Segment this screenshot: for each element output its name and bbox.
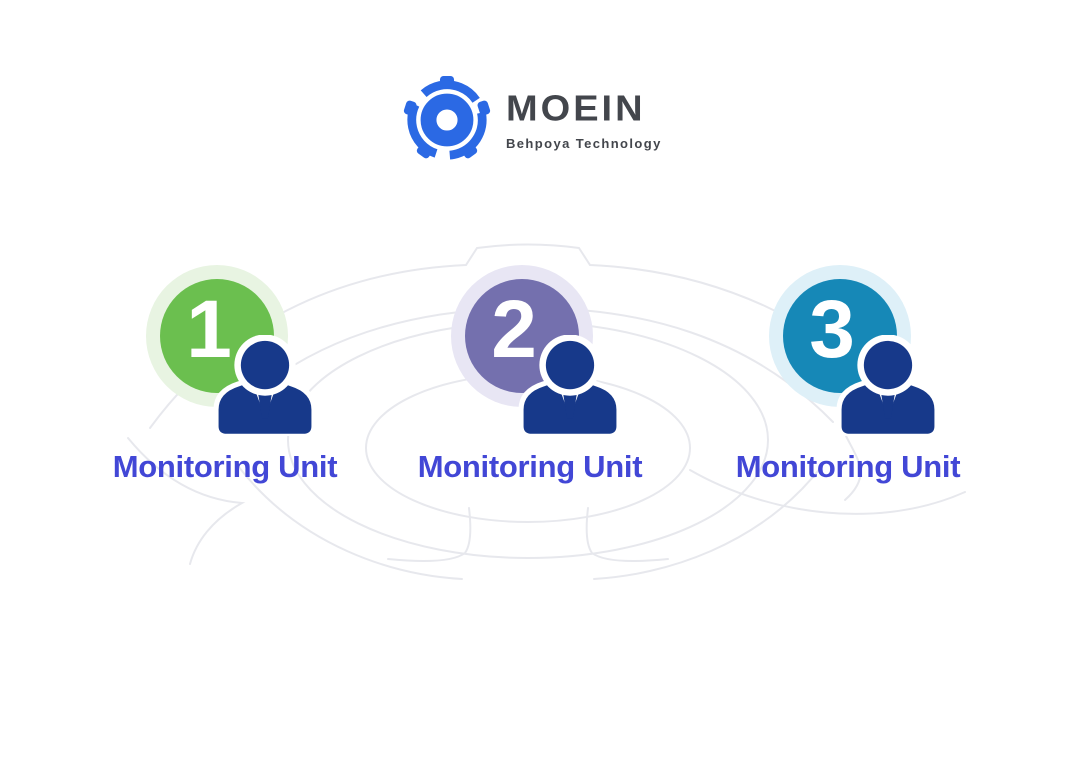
number-badge: 3 — [783, 279, 897, 393]
brand-name: MOEIN — [506, 88, 646, 129]
unit-number: 1 — [186, 284, 232, 375]
unit-label: Monitoring Unit — [735, 449, 961, 484]
unit-card-3: 3 Monitoring Unit — [708, 255, 988, 510]
unit-number: 3 — [809, 284, 855, 375]
unit-label: Monitoring Unit — [112, 449, 338, 484]
unit-card-2: 2 Monitoring Unit — [390, 255, 670, 510]
brand-text-block: MOEIN Behpoya Technology — [506, 88, 662, 151]
brand-tagline: Behpoya Technology — [506, 135, 662, 151]
brand-logo: MOEIN Behpoya Technology — [403, 74, 662, 166]
person-icon — [836, 335, 940, 436]
person-icon — [213, 335, 317, 436]
unit-label: Monitoring Unit — [417, 449, 643, 484]
unit-card-1: 1 Monitoring Unit — [85, 255, 365, 510]
unit-number: 2 — [491, 284, 537, 375]
gear-logo-icon — [403, 76, 491, 160]
person-icon — [518, 335, 622, 436]
